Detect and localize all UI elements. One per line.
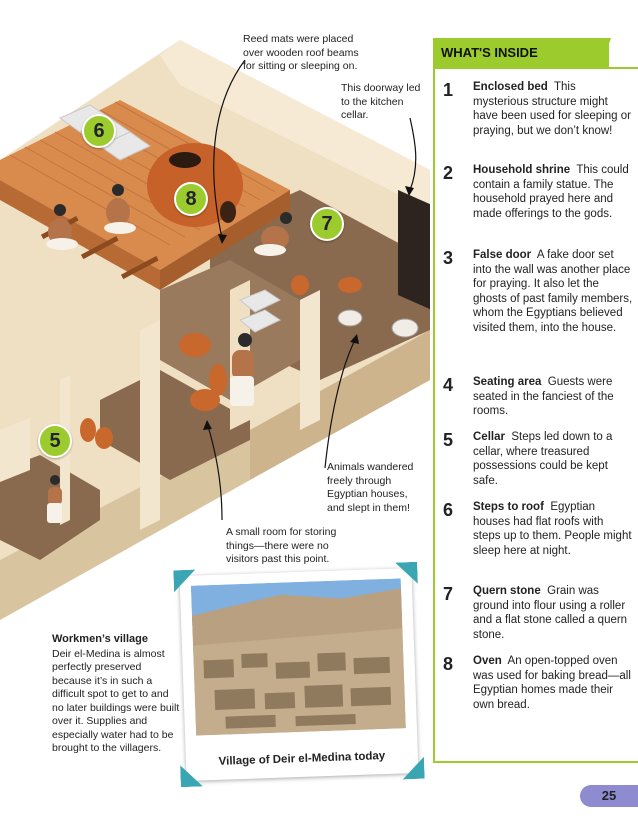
- item-term: Quern stone: [473, 585, 541, 597]
- badge-5: 5: [38, 424, 72, 458]
- village-photo: Village of Deir el-Medina today: [179, 568, 418, 781]
- item-text: Quern stone Grain was ground into flour …: [473, 584, 633, 642]
- item-desc: An open-topped oven was used for baking …: [473, 655, 631, 711]
- village-text: Deir el-Medina is almost perfectly prese…: [52, 647, 180, 755]
- item-desc: Guests were seated in the fanciest of th…: [473, 376, 614, 417]
- page-number: 25: [580, 785, 638, 807]
- item-term: Steps to roof: [473, 501, 544, 513]
- sidebar-title: WHAT'S INSIDE: [433, 38, 609, 67]
- photo-caption: Village of Deir el-Medina today: [218, 750, 386, 768]
- item-term: False door: [473, 249, 532, 261]
- callout-doorway: This doorway led to the kitchen cellar.: [341, 82, 421, 121]
- village-heading: Workmen’s village: [52, 633, 148, 645]
- item-number: 7: [443, 584, 454, 604]
- item-number: 5: [443, 430, 454, 450]
- badge-6: 6: [82, 114, 116, 148]
- item-text: Seating area Guests were seated in the f…: [473, 375, 633, 419]
- item-text: Household shrine This could contain a fa…: [473, 163, 633, 221]
- item-number: 8: [443, 654, 454, 674]
- item-number: 4: [443, 375, 454, 395]
- sidebar-bottom-rule: [433, 761, 638, 763]
- badge-8: 8: [174, 182, 208, 216]
- item-term: Cellar: [473, 431, 505, 443]
- item-desc: A fake door set into the wall was anothe…: [473, 249, 633, 334]
- item-text: False door A fake door set into the wall…: [473, 248, 633, 335]
- village-caption: Workmen’s village Deir el-Medina is almo…: [52, 633, 180, 756]
- item-text: Steps to roof Egyptian houses had flat r…: [473, 500, 633, 558]
- callout-storage-room: A small room for storing things—there we…: [226, 526, 337, 565]
- sidebar-left-rule: [433, 67, 435, 763]
- item-text: Enclosed bed This mysterious structure m…: [473, 80, 633, 138]
- item-desc: This mysterious structure might have bee…: [473, 81, 631, 137]
- badge-7: 7: [310, 207, 344, 241]
- item-desc: Grain was ground into flour using a roll…: [473, 585, 628, 641]
- callout-animals: Animals wandered freely through Egyptian…: [327, 461, 414, 514]
- item-number: 2: [443, 163, 454, 183]
- item-term: Oven: [473, 655, 502, 667]
- item-desc: This could contain a family statue. The …: [473, 164, 629, 220]
- item-desc: Steps led down to a cellar, where treasu…: [473, 431, 613, 487]
- item-text: Oven An open-topped oven was used for ba…: [473, 654, 633, 712]
- item-text: Cellar Steps led down to a cellar, where…: [473, 430, 633, 488]
- village-photo-image: [190, 578, 406, 736]
- item-number: 1: [443, 80, 454, 100]
- item-number: 3: [443, 248, 454, 268]
- whats-inside-sidebar: WHAT'S INSIDE 1 Enclosed bed This myster…: [433, 38, 638, 763]
- item-number: 6: [443, 500, 454, 520]
- item-term: Enclosed bed: [473, 81, 548, 93]
- callout-reed-mats: Reed mats were placed over wooden roof b…: [243, 33, 359, 72]
- sidebar-top-rule: [433, 67, 638, 69]
- sidebar-title-tab: [601, 38, 611, 67]
- item-term: Household shrine: [473, 164, 571, 176]
- item-desc: Egyptian houses had flat roofs with step…: [473, 501, 632, 557]
- item-term: Seating area: [473, 376, 542, 388]
